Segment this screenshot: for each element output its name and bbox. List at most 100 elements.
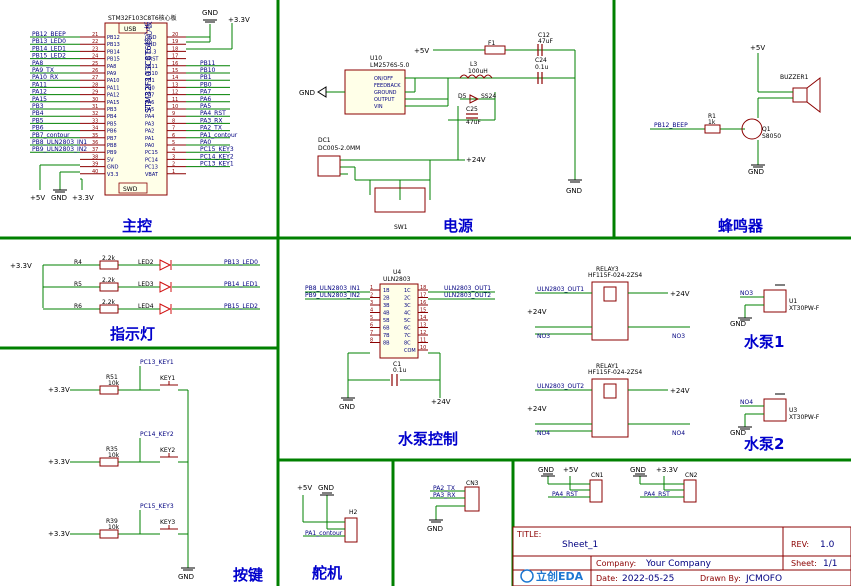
pump-gnd: GND: [730, 429, 746, 437]
mcu-right-pin-name: GND: [145, 35, 157, 41]
mcu-left-pin-num: 25: [92, 61, 98, 67]
mcu-right-pin-num: 20: [172, 32, 178, 38]
mcu-left-pin-num: 28: [92, 82, 98, 88]
mcu-left-pin-num: 38: [92, 154, 98, 160]
mcu-left-pin-num: 30: [92, 97, 98, 103]
mcu-left-net: PB13_LED0: [32, 38, 66, 45]
mcu-gnd2-label: GND: [51, 194, 67, 202]
sheet-label: Sheet:: [791, 559, 817, 568]
mcu-left-pin-num: 32: [92, 111, 98, 117]
mcu-left-net: PB12_BEEP: [32, 31, 66, 38]
uln-value: ULN2803: [383, 276, 411, 283]
uln-right-num: 11: [420, 338, 426, 344]
pump-ref: U1: [789, 298, 797, 305]
mcu-right-pin-num: 9: [172, 111, 175, 117]
led-ref: LED4: [138, 303, 154, 310]
mcu-right-pin-name: PC14: [145, 157, 158, 163]
mcu-left-net: PA8: [32, 60, 43, 67]
mcu-v5-label: +5V: [30, 194, 45, 202]
cn1-net: PA4_RST: [552, 491, 578, 498]
cn2-block: CN2 GND +3.3V PA4_RST: [630, 466, 698, 503]
pump-value: XT30PW-F: [789, 305, 820, 312]
cn3-ref: CN3: [466, 480, 479, 487]
uln-right-num: 14: [420, 315, 426, 321]
mcu-left-pin-name: PB14: [107, 49, 120, 55]
mcu-left-pin-name: PB7: [107, 136, 117, 142]
switch-sw1: [374, 187, 426, 213]
c12-value: 47uF: [538, 38, 553, 45]
mcu-right-pin-name: PB11: [145, 64, 158, 70]
uln-left-pin: 6B: [383, 326, 390, 332]
mcu-left-net: PB3: [32, 103, 44, 110]
relay-no-net-right: NO4: [672, 430, 685, 437]
mcu-left-pin-name: PA11: [107, 85, 119, 91]
pump-net: NO4: [740, 399, 753, 406]
led-resistor: [99, 304, 119, 314]
uln-left-num: 4: [370, 308, 373, 314]
servo-block: H2 +5V GND PA1_contour: [297, 484, 358, 543]
c24-ref: C24: [535, 57, 547, 64]
mcu-right-pin-name: VBAT: [145, 172, 159, 178]
c1-value: 0.1u: [393, 367, 407, 374]
mcu-right-pin-num: 4: [172, 147, 175, 153]
inductor-l3: [459, 74, 493, 79]
section-title-main: 主控: [122, 217, 152, 235]
mcu-v33-label: +3.3V: [228, 16, 250, 24]
pump-value: XT30PW-F: [789, 414, 820, 421]
mcu-right-pin-name: PA2: [145, 129, 154, 135]
led-icon: [159, 281, 172, 293]
section-title-pump-control: 水泵控制: [398, 430, 458, 448]
mcu-right-pin-num: 6: [172, 133, 175, 139]
uln-left-pin: 4B: [383, 311, 390, 317]
pump-connector: [763, 398, 787, 422]
c1-ref: C1: [393, 361, 401, 368]
uln-right-num: 16: [420, 300, 426, 306]
cn2-ref: CN2: [685, 472, 698, 479]
mcu-right-pin-num: 10: [172, 104, 178, 110]
mcu-right-pin-num: 1: [172, 169, 175, 175]
relay-no-net-left: NO4: [537, 430, 550, 437]
uln-left-pin: 2B: [383, 296, 390, 302]
mcu-left-pin-num: 31: [92, 104, 98, 110]
mcu-swd-box: [118, 182, 148, 194]
relay-v24: +24V: [670, 387, 690, 395]
mcu-right-pin-name: NRST: [145, 57, 159, 63]
mcu-right-pin-num: 5: [172, 140, 175, 146]
servo-connector: [344, 517, 358, 543]
buzzer-gnd-label: GND: [748, 168, 764, 176]
mcu-gnd-label: GND: [202, 9, 218, 17]
relay-coil-icon: [603, 383, 617, 399]
mcu-right-pin-name: PC15: [145, 150, 158, 156]
section-title-buzzer: 蜂鸣器: [718, 217, 764, 235]
company-value: Your Company: [645, 559, 712, 569]
power-gnd2-label: GND: [566, 187, 582, 195]
key-r-value: 10k: [108, 380, 120, 387]
uln-ref: U4: [393, 269, 401, 276]
mcu-right-net: PA3_RX: [200, 117, 222, 124]
resistor-r1: [704, 124, 721, 134]
mcu-right-pin-num: 7: [172, 126, 175, 132]
key-rows: +3.3VR5110kPC13_KEY1KEY1+3.3VR3510kPC14_…: [48, 359, 188, 539]
mcu-right-pin-name: PA3: [145, 121, 154, 127]
mcu-left-pin-name: V3.3: [107, 172, 118, 178]
u10-pin-name: FEEDBACK: [374, 83, 401, 89]
power-v5-label: +5V: [414, 47, 429, 55]
uln-gnd-label: GND: [339, 403, 355, 411]
mcu-left-pin-name: PB15: [107, 57, 120, 63]
mcu-right-pin-num: 19: [172, 39, 178, 45]
led-v33-label: +3.3V: [10, 262, 32, 270]
mcu-left-pin-name: PB3: [107, 107, 117, 113]
mcu-right-pin-name: PB10: [145, 71, 158, 77]
pump-connector: [763, 289, 787, 313]
mcu-left-pin-name: PB9: [107, 150, 117, 156]
uln-body: [379, 283, 419, 359]
cn3-net-tx: PA2_TX: [433, 485, 455, 492]
relay-coil-icon: [603, 286, 617, 302]
relay-value: HF115F-024-2ZS4: [588, 272, 642, 279]
l3-value: 100uH: [468, 68, 488, 75]
mcu-right-net: PC14_KEY2: [200, 153, 234, 160]
uln-right-pin: 8C: [404, 341, 411, 347]
